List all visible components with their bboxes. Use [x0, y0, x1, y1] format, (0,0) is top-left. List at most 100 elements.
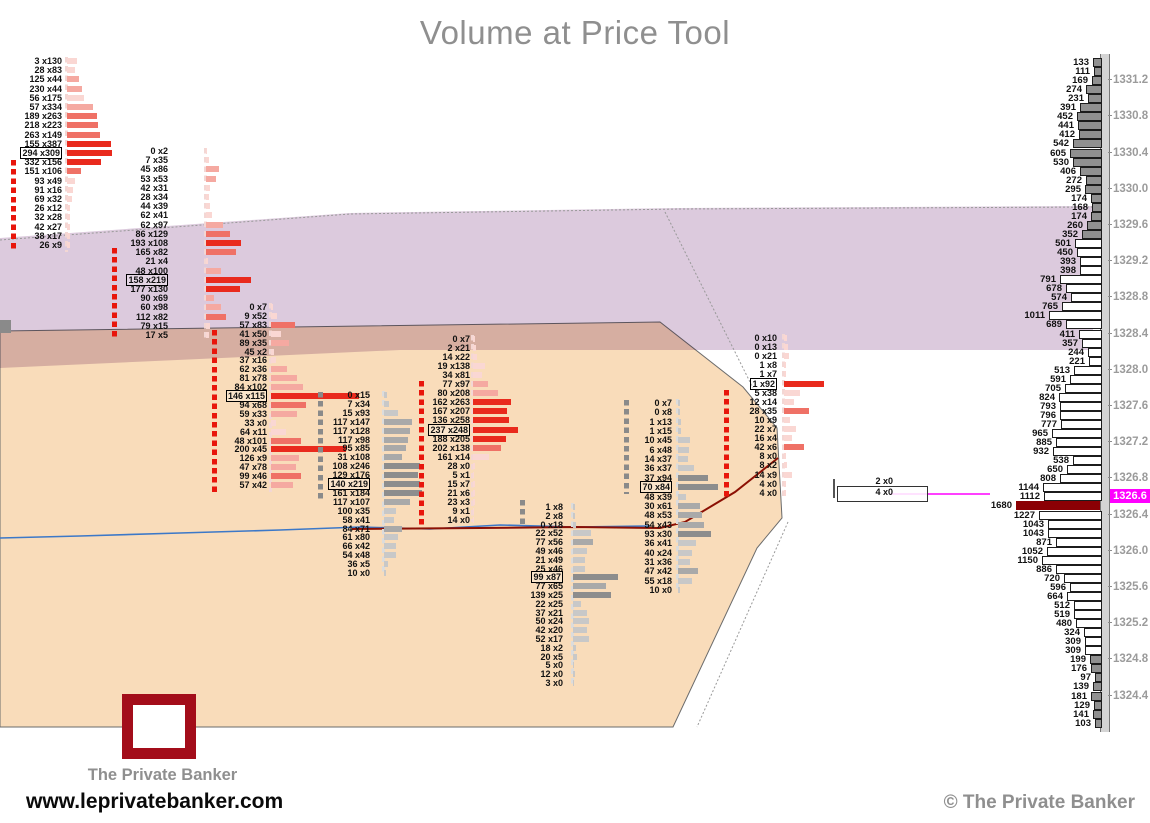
- profile-6-volume-bar: [573, 671, 575, 678]
- profile-5-row-label: 77 x97: [350, 380, 470, 389]
- profile-3-volume-bar: [271, 375, 297, 382]
- ladder-volume-bar: [1071, 293, 1102, 303]
- profile-8-volume-bar: [784, 435, 792, 442]
- profile-4-row-text: 108 x246: [332, 461, 370, 472]
- ladder-volume-bar: [1085, 637, 1102, 647]
- profile-4-row-text: 10 x0: [347, 568, 370, 578]
- profile-4-row-label: 117 x98: [250, 435, 370, 445]
- profile-5-volume-bar: [473, 345, 476, 352]
- profile-6-row-label: 50 x24: [443, 617, 563, 626]
- profile-4-volume-bar: [384, 516, 394, 523]
- profile-1-volume-bar: [67, 140, 111, 147]
- profile-7-volume-bar: [678, 409, 680, 416]
- profile-4-row-label: 100 x35: [250, 506, 370, 516]
- ladder-volume-bar: [1062, 302, 1102, 312]
- profile-8-row-label: 42 x6: [657, 443, 777, 452]
- red-tick-column: [11, 160, 16, 252]
- profile-1-volume-bar: [67, 186, 73, 193]
- price-axis-label: 1329.6: [1113, 218, 1149, 231]
- price-tick-dash: [1108, 513, 1112, 515]
- profile-6-volume-bar: [573, 653, 577, 660]
- ladder-volume-bar: [1049, 311, 1102, 321]
- profile-3-volume-bar: [271, 437, 301, 444]
- current-price-tag[interactable]: 1326.6: [1110, 489, 1150, 504]
- profile-5-row-label: 9 x1: [350, 506, 470, 516]
- profile-8-row-text: 10 x9: [754, 414, 777, 425]
- profile-5-row-text: 2 x21: [447, 343, 470, 354]
- profile-5-row-text: 14 x0: [447, 515, 470, 525]
- profile-3-row-text: 41 x50: [239, 328, 267, 339]
- profile-3-row-text: 62 x36: [239, 364, 267, 375]
- price-axis-label: 1328.0: [1113, 363, 1149, 376]
- ladder-volume-bar: [1066, 320, 1102, 330]
- ladder-volume-bar: [1085, 646, 1102, 656]
- profile-4-volume-bar: [384, 498, 410, 505]
- profile-4-volume-bar: [384, 454, 402, 461]
- ladder-volume-bar: [1064, 573, 1102, 583]
- ladder-volume-value: 1112: [1019, 491, 1040, 503]
- profile-4-volume-bar: [384, 445, 406, 452]
- price-tick-dash: [1108, 187, 1112, 189]
- profile-1-row-label: 151 x106: [0, 167, 62, 176]
- profile-1-row-text: 230 x44: [29, 83, 62, 94]
- profile-3-volume-bar: [271, 446, 346, 453]
- red-tick-column: [419, 381, 424, 525]
- price-axis-label: 1329.2: [1113, 255, 1149, 268]
- profile-7-row-text: 31 x36: [644, 556, 672, 567]
- profile-9-mini-row-label: 2 x0: [773, 477, 893, 486]
- profile-8-row-label: 4 x0: [657, 488, 777, 498]
- profile-6-volume-bar: [573, 618, 589, 625]
- profile-7-volume-bar: [678, 400, 680, 406]
- profile-6-row-text: 22 x25: [535, 598, 563, 609]
- profile-1-volume-bar: [67, 122, 98, 129]
- profile-6-row-label: 77 x56: [443, 538, 563, 547]
- profile-1-row-text: 263 x149: [24, 129, 62, 140]
- profile-4-row-text: 117 x147: [332, 416, 370, 427]
- profile-2-row-label: 42 x31: [48, 183, 168, 193]
- profile-1-row-text: 155 x387: [24, 138, 62, 149]
- profile-9-mini-tick: [833, 479, 835, 498]
- profile-4-volume-bar: [384, 436, 408, 443]
- profile-7-row-label: 0 x7: [552, 399, 672, 408]
- profile-3-row-text: 126 x9: [239, 453, 267, 464]
- profile-1-row-text: 91 x16: [34, 184, 62, 195]
- profile-1-volume-bar: [67, 85, 82, 92]
- profile-1-row-text: 57 x334: [29, 102, 62, 112]
- ladder-volume-bar: [1087, 220, 1102, 230]
- profile-2-volume-bar: [206, 267, 221, 274]
- profile-4-row-label: 54 x48: [250, 551, 370, 560]
- profile-5-row-text: 19 x138: [437, 361, 470, 372]
- ladder-volume-value: 512: [1054, 600, 1070, 611]
- ladder-volume-value: 824: [1039, 391, 1055, 403]
- price-tick-dash: [1108, 332, 1112, 334]
- profile-5-row-label: 202 x138: [350, 443, 470, 453]
- profile-2-row-label: 79 x15: [48, 321, 168, 331]
- profile-2-row-label: 48 x100: [48, 266, 168, 276]
- profile-3-volume-bar: [271, 321, 295, 328]
- profile-4-volume-bar: [384, 409, 398, 416]
- profile-1-volume-bar: [67, 150, 112, 156]
- profile-5-row-text: 80 x208: [437, 388, 470, 399]
- ladder-volume-value: 1150: [1017, 554, 1038, 566]
- profile-3-volume-bar: [271, 393, 359, 399]
- profile-8-volume-bar: [784, 353, 789, 360]
- profile-7-row-label: 55 x18: [552, 576, 672, 586]
- profile-1-row-label: 3 x130: [0, 57, 62, 66]
- profile-5-row-text: 77 x97: [442, 379, 470, 390]
- profile-4-row-text: 66 x42: [342, 541, 370, 552]
- ladder-volume-bar: [1070, 148, 1102, 158]
- profile-2-volume-bar: [206, 249, 236, 256]
- profile-6-row-label: 5 x0: [443, 661, 563, 670]
- ladder-volume-bar: [1088, 347, 1102, 357]
- profile-7-row-text: 47 x42: [644, 566, 672, 577]
- profile-4-row-label: 117 x107: [250, 497, 370, 507]
- site-url[interactable]: www.leprivatebanker.com: [26, 790, 284, 813]
- ladder-volume-value: 932: [1033, 446, 1049, 458]
- profile-8-row-text: 8 x0: [759, 451, 777, 462]
- ladder-volume-bar: [1085, 184, 1102, 194]
- profile-2-row-label: 62 x41: [48, 211, 168, 220]
- profile-2-volume-bar: [206, 221, 223, 228]
- gray-tick-column: [624, 400, 629, 494]
- profile-1-volume-bar: [67, 232, 70, 239]
